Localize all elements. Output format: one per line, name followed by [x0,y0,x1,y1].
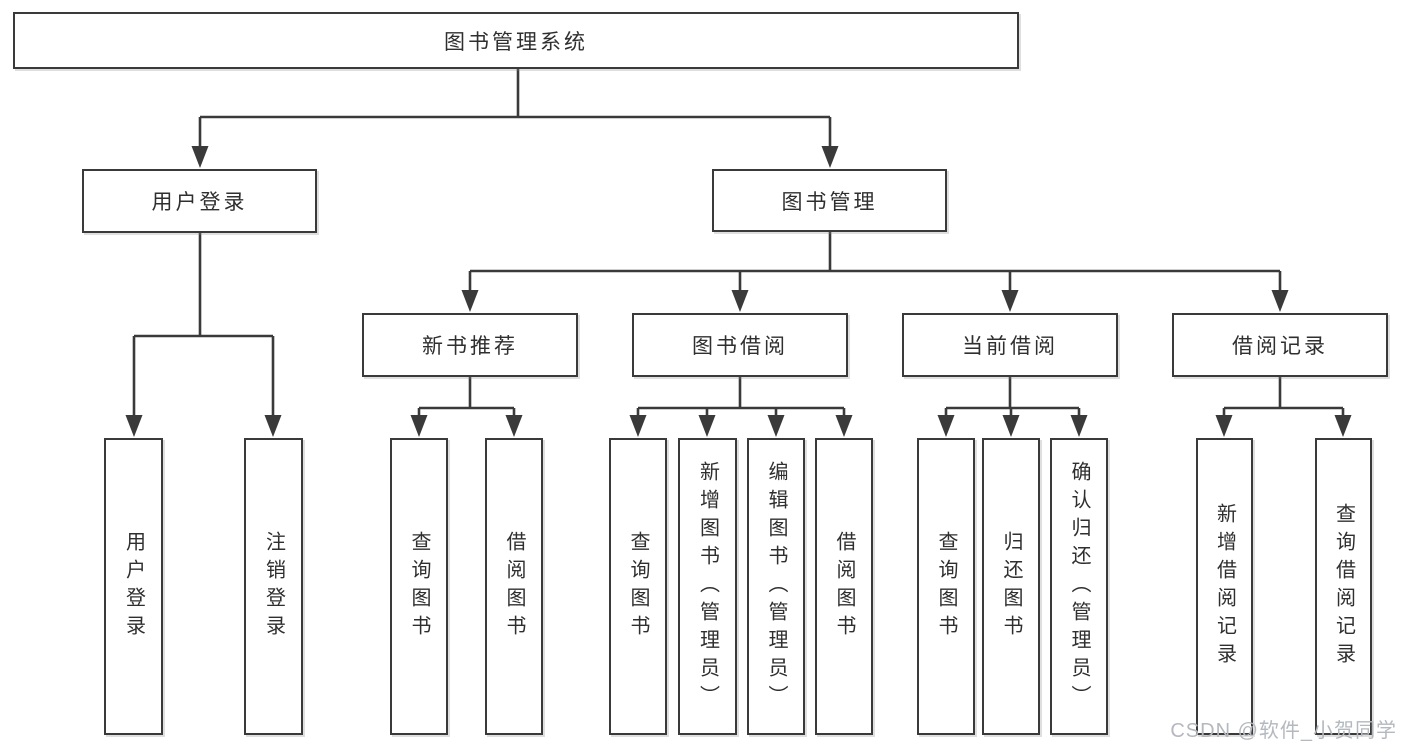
connector-borrow-records-split [1215,377,1352,437]
node-leaf-user-login: 用户登录 [104,438,163,735]
node-new-book-rec-label: 新书推荐 [422,335,518,358]
node-leaf-query-books-rec-label: 查询图书 [408,530,430,643]
node-leaf-add-book-admin-label: 新增图书（管理员） [696,460,719,713]
node-leaf-logout-label: 注销登录 [262,530,285,643]
node-leaf-query-borrow-record-label: 查询借阅记录 [1332,502,1355,671]
node-user-login-label: 用户登录 [151,191,248,214]
node-leaf-return-book-label: 归还图书 [1000,530,1022,643]
node-leaf-query-books-borrow: 查询图书 [609,438,667,735]
node-current-borrow-label: 当前借阅 [962,335,1058,358]
node-leaf-logout: 注销登录 [244,438,303,735]
node-leaf-borrow-books-rec-label: 借阅图书 [503,530,525,643]
node-leaf-edit-book-admin: 编辑图书（管理员） [747,438,805,735]
node-leaf-query-borrow-record: 查询借阅记录 [1315,438,1372,735]
node-borrow-records: 借阅记录 [1172,313,1388,377]
node-leaf-add-book-admin: 新增图书（管理员） [678,438,737,735]
node-leaf-user-login-label: 用户登录 [122,530,145,643]
node-root-label: 图书管理系统 [444,30,588,54]
node-leaf-borrow-books: 借阅图书 [815,438,873,735]
node-leaf-query-books-borrow-label: 查询图书 [627,530,649,643]
watermark: CSDN @软件_小贺同学 [1170,720,1397,742]
node-new-book-rec: 新书推荐 [362,313,578,377]
connector-new-book-split [410,377,523,437]
node-leaf-query-books-rec: 查询图书 [390,438,448,735]
node-leaf-add-borrow-record: 新增借阅记录 [1196,438,1253,735]
node-leaf-add-borrow-record-label: 新增借阅记录 [1213,502,1236,671]
node-leaf-confirm-return-admin-label: 确认归还（管理员） [1068,460,1090,713]
node-book-borrow-label: 图书借阅 [692,335,788,358]
node-borrow-records-label: 借阅记录 [1232,335,1328,358]
node-leaf-borrow-books-label: 借阅图书 [833,530,855,643]
node-current-borrow: 当前借阅 [902,313,1118,377]
node-leaf-query-books-current: 查询图书 [917,438,975,735]
node-leaf-confirm-return-admin: 确认归还（管理员） [1050,438,1108,735]
node-leaf-return-book: 归还图书 [982,438,1040,735]
node-user-login: 用户登录 [82,169,317,233]
node-book-mgmt: 图书管理 [712,169,947,232]
node-book-borrow: 图书借阅 [632,313,848,377]
connector-book-borrow-split [629,377,853,437]
node-book-mgmt-label: 图书管理 [781,190,878,214]
connector-current-borrow-split [937,377,1088,437]
node-leaf-edit-book-admin-label: 编辑图书（管理员） [765,460,787,713]
connector-user-login-split [125,233,282,437]
node-root: 图书管理系统 [13,12,1019,69]
connector-root-split [191,69,839,168]
node-leaf-borrow-books-rec: 借阅图书 [485,438,543,735]
node-leaf-query-books-current-label: 查询图书 [935,530,957,643]
connector-book-mgmt-split [461,232,1289,312]
